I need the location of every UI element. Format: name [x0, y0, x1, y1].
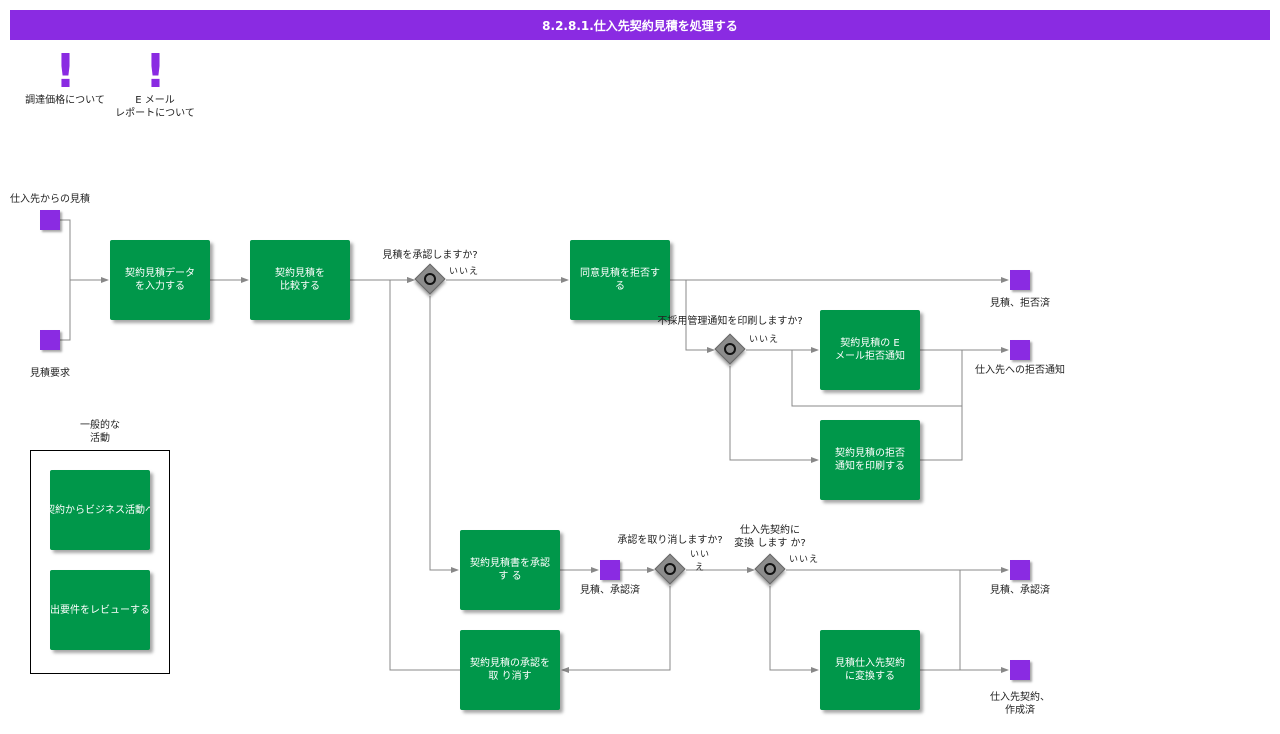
quote-approved-event[interactable] [600, 560, 620, 580]
approve-question-label: 見積を承認しますか? [382, 250, 478, 261]
quote-rejected-label: 見積、拒否済 [990, 298, 1050, 309]
quote-from-supplier-label: 仕入先からの見積 [10, 194, 90, 205]
contract-created-end-event[interactable] [1010, 660, 1030, 680]
compare-quotes-task[interactable]: 契約見積を 比較する [250, 240, 350, 320]
print-rejection-task[interactable]: 契約見積の拒否 通知を印刷する [820, 420, 920, 500]
convert-no-label: いいえ [788, 555, 819, 565]
email-report-note-label-2: レポートについて [115, 108, 195, 119]
rejection-notice-label: 仕入先への拒否通知 [975, 365, 1065, 376]
quote-rejected-end-event[interactable] [1010, 270, 1030, 290]
email-report-note-label-1: E メール [135, 95, 175, 106]
print-no-label: いいえ [748, 335, 779, 345]
enter-quote-data-task[interactable]: 契約見積データ を入力する [110, 240, 210, 320]
cancel-no-label-1: いい [689, 550, 710, 560]
contract-created-label-2: 作成済 [1005, 705, 1035, 716]
reject-agreed-quote-task[interactable]: 同意見積を拒否す る [570, 240, 670, 320]
convert-to-contract-task[interactable]: 見積仕入先契約 に変換する [820, 630, 920, 710]
quote-request-label: 見積要求 [30, 368, 70, 379]
cancel-approval-task[interactable]: 契約見積の承認を 取 り消す [460, 630, 560, 710]
contract-created-label-1: 仕入先契約、 [990, 692, 1050, 703]
group-label-2: 活動 [90, 433, 110, 444]
quote-approved-end-event[interactable] [1010, 560, 1030, 580]
rejection-notice-end-event[interactable] [1010, 340, 1030, 360]
cancel-question-label: 承認を取り消しますか? [617, 535, 723, 546]
procurement-price-note-label: 調達価格について [25, 95, 105, 106]
cancel-no-label-2: え [694, 563, 705, 573]
diagram-title: 8.2.8.1.仕入先契約見積を処理する [10, 10, 1270, 40]
print-question-label: 不採用管理通知を印刷しますか? [657, 316, 803, 327]
group-label-1: 一般的な [80, 420, 120, 431]
email-rejection-task[interactable]: 契約見積の E メール拒否通知 [820, 310, 920, 390]
procurement-price-note-icon[interactable]: ! [55, 44, 76, 98]
quote-from-supplier-event[interactable] [40, 210, 60, 230]
convert-question-label-2: 変換 します か? [734, 538, 806, 549]
email-report-note-icon[interactable]: ! [145, 44, 166, 98]
review-requirements-task[interactable]: 出要件をレビューする [50, 570, 150, 650]
convert-question-label-1: 仕入先契約に [740, 525, 800, 536]
approve-no-label: いいえ [448, 267, 479, 277]
contract-to-business-task[interactable]: 契約からビジネス活動へ [50, 470, 150, 550]
quote-approved-end-label: 見積、承認済 [990, 585, 1050, 596]
quote-request-event[interactable] [40, 330, 60, 350]
quote-approved-mid-label: 見積、承認済 [580, 585, 640, 596]
approve-quote-task[interactable]: 契約見積書を承認 す る [460, 530, 560, 610]
general-activities-group [30, 450, 170, 674]
